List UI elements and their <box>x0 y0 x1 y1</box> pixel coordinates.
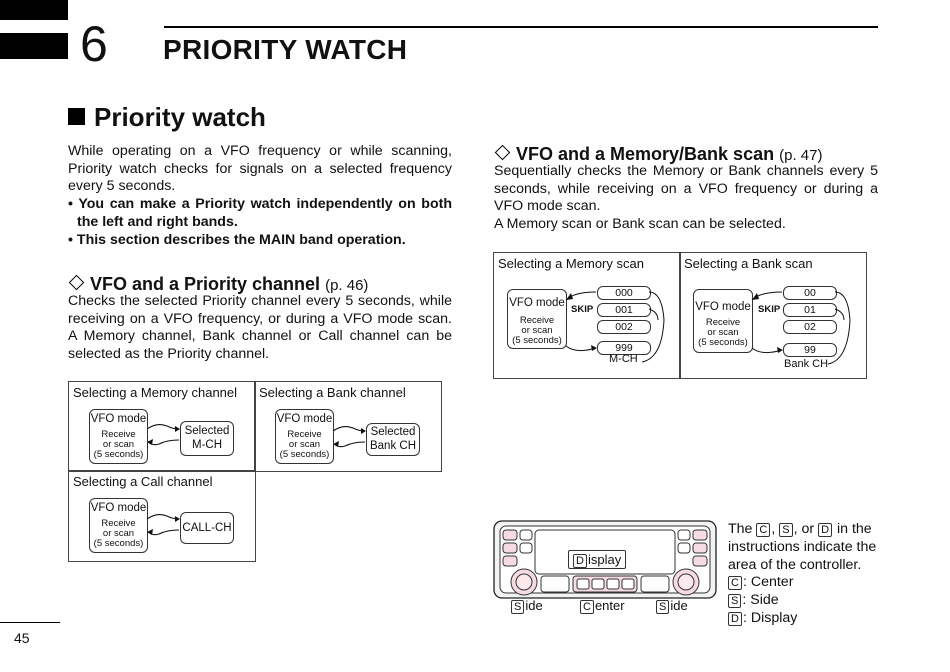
intro-paragraph: While operating on a VFO frequency or wh… <box>68 143 452 195</box>
call-ch-box: CALL-CH <box>180 512 234 544</box>
diamond-icon <box>494 144 511 161</box>
mch-002: 002 <box>597 320 651 334</box>
bank-channel-cell <box>254 381 442 472</box>
vfo-priority-body: Checks the selected Priority channel eve… <box>68 293 452 363</box>
bank-00: 00 <box>783 286 837 300</box>
bullet-independent: • You can make a Priority watch independ… <box>68 196 452 230</box>
call-channel-cell <box>68 470 256 562</box>
bank-02: 02 <box>783 320 837 334</box>
skip-label-bank: SKIP <box>758 304 781 315</box>
memory-scan-cell <box>493 252 681 379</box>
chapter-number: 6 <box>80 16 108 72</box>
vfo-memory-bank-heading: VFO and a Memory/Bank scan (p. 47) <box>494 143 822 167</box>
note-line-1: The C, S, or D in the <box>728 521 872 537</box>
call-swap-arrows <box>146 513 180 536</box>
memory-channel-cell <box>68 381 256 472</box>
page-number: 45 <box>14 630 30 646</box>
vfo-mode-box-bank: VFO mode Receive or scan (5 seconds) <box>275 409 334 464</box>
bank-swap-arrows <box>332 425 366 448</box>
mch-000: 000 <box>597 286 651 300</box>
vfo-mode-box: VFO mode Receive or scan (5 seconds) <box>89 409 148 464</box>
vfo-priority-heading: VFO and a Priority channel (p. 46) <box>68 273 368 297</box>
bullet-main-band: • This section describes the MAIN band o… <box>68 231 406 248</box>
mch-999: 999 <box>597 341 651 355</box>
bank-ch-label: Bank CH <box>784 358 829 370</box>
vfo-memory-bank-body: Sequentially checks the Memory or Bank c… <box>494 163 878 233</box>
memory-channel-title: Selecting a Memory channel <box>73 385 238 400</box>
diamond-icon <box>68 274 85 291</box>
call-channel-title: Selecting a Call channel <box>73 474 213 489</box>
memory-scan-arrows <box>565 291 665 363</box>
chapter-title: PRIORITY WATCH <box>163 34 408 65</box>
legend-side: S: Side <box>728 592 888 610</box>
bank-scan-cell <box>679 252 867 379</box>
chapter-rule <box>164 26 878 28</box>
note-line-3: area of the controller. <box>728 556 862 573</box>
bank-channel-title: Selecting a Bank channel <box>259 385 406 400</box>
legend-display: D: Display <box>728 610 888 628</box>
selected-mch-box: Selected M-CH <box>180 421 234 456</box>
vfo-mode-box-mscan: VFO mode Receive or scan (5 seconds) <box>507 289 567 349</box>
chapter-tab-bottom <box>0 33 68 59</box>
vfo-mode-box-bscan: VFO mode Receive or scan (5 seconds) <box>693 289 753 353</box>
memory-scan-title: Selecting a Memory scan <box>498 256 644 271</box>
selected-bank-box: Selected Bank CH <box>366 423 420 456</box>
note-line-2: instructions indicate the <box>728 538 877 555</box>
bank-scan-title: Selecting a Bank scan <box>684 256 813 271</box>
mch-label: M-CH <box>609 353 638 365</box>
section-title: Priority watch <box>68 101 266 133</box>
mch-001: 001 <box>597 303 651 317</box>
page-number-rule <box>0 622 60 623</box>
bank-99: 99 <box>783 343 837 357</box>
chapter-tab-top <box>0 0 68 20</box>
legend-center: C: Center <box>728 574 888 592</box>
controller-note: The C, S, or D in the instructions indic… <box>728 521 888 628</box>
memory-swap-arrows <box>146 423 180 446</box>
square-bullet-icon <box>68 108 85 125</box>
skip-label-mem: SKIP <box>571 304 594 315</box>
vfo-mode-box-call: VFO mode Receive or scan (5 seconds) <box>89 498 148 553</box>
intro-text: While operating on a VFO frequency or wh… <box>68 143 452 249</box>
bank-scan-arrows <box>751 291 851 365</box>
